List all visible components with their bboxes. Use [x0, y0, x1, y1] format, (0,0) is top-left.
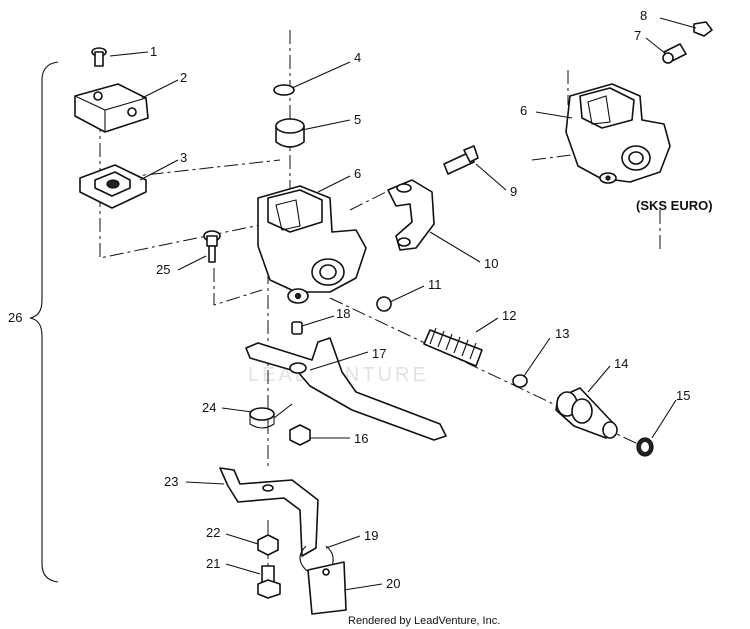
- inset-master-cylinder: [565, 83, 671, 184]
- part-25-bolt: [203, 230, 221, 263]
- part-16-nut: [289, 424, 311, 446]
- part-21-screw: [257, 565, 281, 599]
- part-3-diaphragm: [79, 164, 147, 209]
- callout-20: 20: [386, 576, 400, 591]
- credit-text: Rendered by LeadVenture, Inc.: [348, 615, 500, 627]
- callout-18: 18: [336, 306, 350, 321]
- callout-23: 23: [164, 474, 178, 489]
- part-11-washer: [376, 296, 392, 312]
- callout-19: 19: [364, 528, 378, 543]
- part-20-tag: [307, 561, 347, 615]
- callout-9: 9: [510, 184, 517, 199]
- part-18-pivot-bushing: [291, 321, 303, 335]
- part-4-washer: [273, 84, 295, 96]
- callout-24: 24: [202, 400, 216, 415]
- part-24-spring: [249, 403, 293, 429]
- part-6-master-cylinder: [257, 185, 367, 304]
- callout-7: 7: [634, 28, 641, 43]
- callout-25: 25: [156, 262, 170, 277]
- part-17-lever: [245, 337, 447, 441]
- part-22-nut: [257, 534, 279, 556]
- callout-17: 17: [372, 346, 386, 361]
- callout-12: 12: [502, 308, 516, 323]
- callout-6: 6: [354, 166, 361, 181]
- callout-26: 26: [8, 310, 22, 325]
- part-12-spring: [423, 327, 483, 367]
- callout-11: 11: [428, 277, 442, 292]
- part-9-bolt: [443, 145, 479, 175]
- part-8-cap: [693, 21, 713, 37]
- callout-2: 2: [180, 70, 187, 85]
- callout-21: 21: [206, 556, 220, 571]
- variant-label: (SKS EURO): [636, 198, 713, 213]
- callout-15: 15: [676, 388, 690, 403]
- callout-1: 1: [150, 44, 157, 59]
- callout-8: 8: [640, 8, 647, 23]
- part-15-o-ring-hole: [641, 442, 649, 452]
- part-7-fitting: [662, 43, 687, 64]
- part-13-washer: [512, 374, 528, 388]
- part-2-reservoir-cover: [74, 83, 149, 133]
- part-5-bushing: [275, 118, 305, 148]
- part-1-screw: [91, 47, 107, 67]
- callout-4: 4: [354, 50, 361, 65]
- callout-5: 5: [354, 112, 361, 127]
- part-23-switch-bracket: [219, 467, 319, 557]
- part-14-piston: [555, 387, 618, 439]
- callout-6-inset: 6: [520, 103, 527, 118]
- leader-lines: [109, 17, 697, 591]
- callout-16: 16: [354, 431, 368, 446]
- callout-10: 10: [484, 256, 498, 271]
- callout-13: 13: [555, 326, 569, 341]
- callout-3: 3: [180, 150, 187, 165]
- callout-numbers: 1 2 3 4 5 6 6 7 8 9 10 11 12 13 14 15 16…: [8, 8, 690, 591]
- callout-22: 22: [206, 525, 220, 540]
- part-10-clamp: [387, 179, 435, 251]
- callout-14: 14: [614, 356, 628, 371]
- assembly-bracket: [29, 61, 59, 583]
